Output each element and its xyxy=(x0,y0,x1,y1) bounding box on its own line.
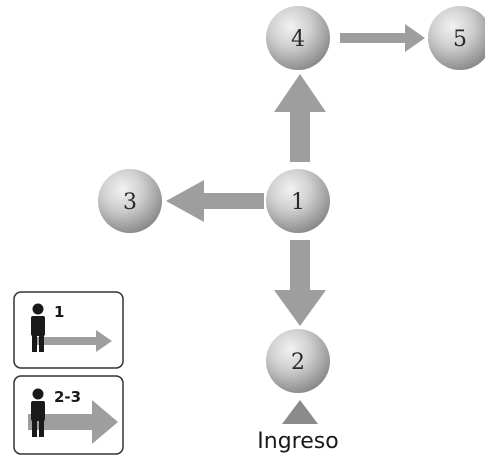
node-4: 4 xyxy=(266,6,330,70)
node-label-2: 2 xyxy=(291,350,305,375)
node-label-4: 4 xyxy=(291,27,305,52)
legend-item-2-3: 2-3 xyxy=(13,375,124,455)
node-2: 2 xyxy=(266,329,330,393)
node-5: 5 xyxy=(428,6,485,70)
node-label-1: 1 xyxy=(291,190,305,215)
person-icon xyxy=(31,388,45,437)
node-label-5: 5 xyxy=(453,27,467,52)
legend-label-1: 1 xyxy=(54,303,64,321)
legend-arrow-thin xyxy=(36,330,112,352)
entry-label: Ingreso xyxy=(257,429,338,454)
arrow-1-to-3 xyxy=(166,180,264,222)
legend-box-1 xyxy=(13,291,124,369)
node-1: 1 xyxy=(266,169,330,233)
legend-label-2-3: 2-3 xyxy=(54,388,81,406)
legend-arrow-thick xyxy=(28,400,118,444)
legend-item-1: 1 xyxy=(13,291,124,369)
node-3: 3 xyxy=(98,169,162,233)
person-icon xyxy=(31,303,45,352)
arrow-1-to-4 xyxy=(274,74,326,162)
arrow-4-to-5 xyxy=(340,24,425,52)
entry-arrow xyxy=(282,400,318,424)
node-label-3: 3 xyxy=(123,190,137,215)
arrow-1-to-2 xyxy=(274,240,326,326)
legend: 1 2-3 xyxy=(13,291,124,455)
